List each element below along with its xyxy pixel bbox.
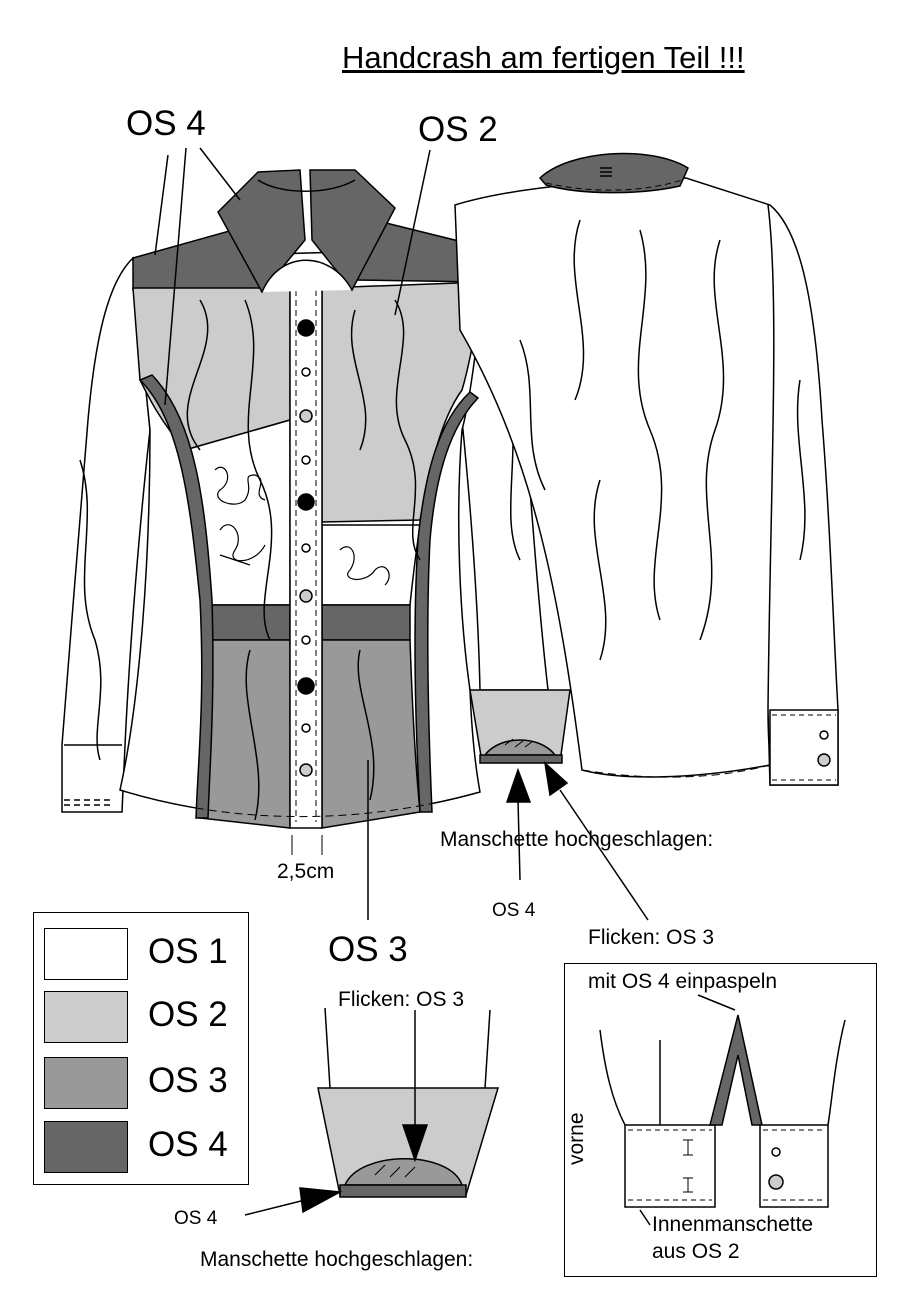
legend-label-os1: OS 1 (148, 932, 228, 971)
legend-swatch-os4 (44, 1121, 128, 1173)
front-left-sleeve (61, 256, 151, 813)
legend-label-os4: OS 4 (148, 1125, 228, 1164)
manschette-label-right: Manschette hochgeschlagen: (440, 828, 714, 851)
legend-swatch-os2 (44, 991, 128, 1043)
detail-cuff-back (759, 1124, 829, 1208)
einpaspeln-label: mit OS 4 einpaspeln (588, 970, 778, 993)
legend-swatch-os3 (44, 1057, 128, 1109)
front-shirt (61, 169, 549, 829)
legend-item-os3: OS 3 (44, 1057, 244, 1109)
arrows (244, 761, 649, 1216)
right-mid-panel (321, 524, 421, 606)
manschette-label-center: Manschette hochgeschlagen: (200, 1248, 474, 1271)
left-side-piping (138, 374, 214, 819)
callout-os4-right: OS 4 (492, 900, 536, 921)
waist-band-right (321, 604, 411, 641)
legend-item-os4: OS 4 (44, 1121, 244, 1173)
right-side-piping (414, 391, 480, 813)
back-collar (538, 152, 689, 194)
front-collar (217, 169, 306, 294)
waist-band (204, 604, 291, 641)
callout-os4-top: OS 4 (126, 104, 206, 143)
legend-label-os3: OS 3 (148, 1061, 228, 1100)
flicken-label-center: Flicken: OS 3 (338, 988, 465, 1011)
measure-label: 2,5cm (277, 860, 335, 883)
innenmanschette-label: Innenmanschette (652, 1213, 814, 1236)
button-placket (289, 283, 323, 829)
legend-label-os2: OS 2 (148, 995, 228, 1034)
callout-os3-mid: OS 3 (328, 930, 408, 969)
back-body (454, 177, 839, 786)
back-cuff (769, 709, 839, 786)
callout-os4-center: OS 4 (174, 1208, 218, 1229)
page-title: Handcrash am fertigen Teil !!! (342, 40, 745, 75)
right-lower-panel (321, 639, 421, 829)
legend-swatch-os1 (44, 928, 128, 980)
vorne-label: vorne (565, 1112, 588, 1165)
flicken-label-right: Flicken: OS 3 (588, 926, 715, 949)
measurement-marker (291, 835, 323, 855)
cuff-detail-box (564, 963, 877, 1277)
innenmanschette-material: aus OS 2 (652, 1240, 740, 1263)
upturned-cuff-large (317, 1007, 500, 1198)
detail-cuff-front (624, 1124, 716, 1208)
callout-os2-top: OS 2 (418, 110, 498, 149)
cuff-detail-drawing (599, 1014, 846, 1208)
front-collar-right (309, 169, 396, 292)
back-shirt (454, 152, 839, 786)
legend: OS 1 OS 2 OS 3 OS 4 (33, 912, 249, 1185)
legend-item-os2: OS 2 (44, 991, 244, 1043)
pointer-lines (154, 147, 736, 1226)
legend-item-os1: OS 1 (44, 928, 244, 980)
upturned-cuff-small (469, 689, 571, 764)
